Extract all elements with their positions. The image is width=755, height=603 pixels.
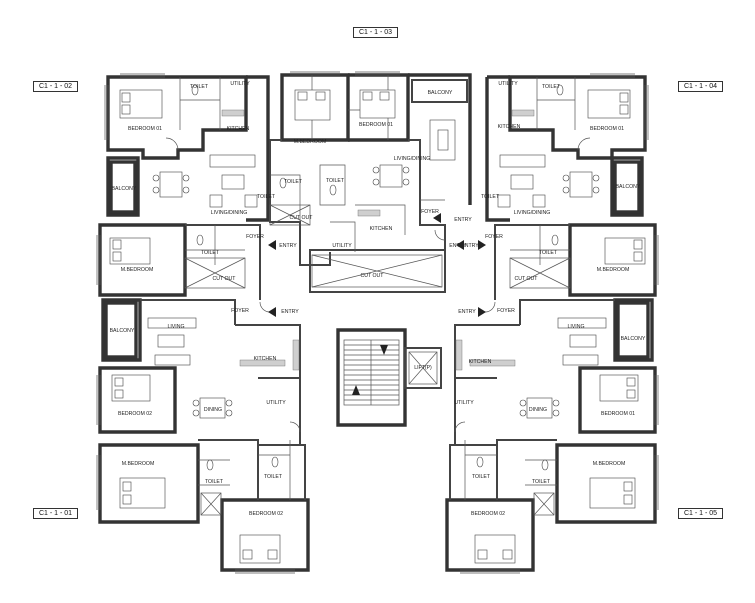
label-c-cutout: CUT OUT: [361, 273, 385, 279]
label-tl-cutout: CUT OUT: [213, 276, 237, 282]
label-bl-utility: UTILITY: [266, 400, 286, 406]
label-tr-toilet: TOILET: [542, 84, 561, 90]
room-labels: BEDROOM 01 TOILET UTILITY KITCHEN BALCON…: [110, 81, 646, 517]
label-t-foyer: FOYER: [421, 209, 439, 215]
windows: [96, 71, 659, 574]
unit-tag-c1-1-02: C1 - 1 - 02: [33, 81, 79, 92]
staircase: [343, 339, 400, 406]
door-swings: [165, 137, 591, 433]
label-tl-mbed: M.BEDROOM: [121, 267, 154, 273]
entry-arrows: [268, 213, 486, 317]
label-tr-entry: ENTRY: [461, 243, 479, 249]
unit-tag-c1-1-03: C1 - 1 - 03: [353, 27, 399, 38]
label-t-utility: UTILITY: [332, 243, 352, 249]
label-tl-entry: ENTRY: [279, 243, 297, 249]
label-tl-foyer: FOYER: [246, 234, 264, 240]
label-bl-bed02: BEDROOM 02: [118, 411, 152, 417]
cut-out-boxes: [184, 204, 571, 516]
balconies: [104, 79, 650, 359]
furniture: [109, 84, 646, 564]
label-br-bed02: BEDROOM 02: [471, 511, 505, 517]
label-tl-kitchen: KITCHEN: [227, 126, 250, 132]
lift-shaft: [404, 347, 442, 389]
label-t-entry-l: ENTRY: [449, 243, 467, 249]
label-bl-mbed: M.BEDROOM: [122, 461, 155, 467]
interior-partitions: [179, 75, 576, 500]
label-br-bed01: BEDROOM 01: [601, 411, 635, 417]
label-br-foyer: FOYER: [497, 308, 515, 314]
label-tl-living: LIVING/DINING: [211, 210, 248, 216]
label-tr-utility: UTILITY: [498, 81, 518, 87]
label-t-bed01: BEDROOM 01: [359, 122, 393, 128]
label-tl-toilet2: TOILET: [257, 194, 276, 200]
label-bl-toilet: TOILET: [205, 479, 224, 485]
label-t-toilet: TOILET: [284, 179, 303, 185]
label-t-entry-r: ENTRY: [454, 217, 472, 223]
label-tr-toilet3: TOILET: [539, 250, 558, 256]
label-br-toilet2: TOILET: [472, 474, 491, 480]
label-bl-foyer: FOYER: [231, 308, 249, 314]
label-bl-living: LIVING: [167, 324, 184, 330]
label-t-mbed: M.BEDROOM: [294, 139, 327, 145]
label-br-toilet: TOILET: [532, 479, 551, 485]
label-br-dining: DINING: [529, 407, 547, 413]
label-t-toilet2: TOILET: [326, 178, 345, 184]
unit-tag-c1-1-04: C1 - 1 - 04: [678, 81, 724, 92]
label-tl-balcony: BALCONY: [112, 186, 137, 192]
label-bl-dining: DINING: [204, 407, 222, 413]
label-br-entry: ENTRY: [458, 309, 476, 315]
label-tr-mbed: M.BEDROOM: [597, 267, 630, 273]
unit-tag-c1-1-05: C1 - 1 - 05: [678, 508, 724, 519]
label-bl-balcony: BALCONY: [110, 328, 135, 334]
label-tr-toilet2: TOILET: [481, 194, 500, 200]
label-lift: LIFT(P): [414, 365, 432, 371]
label-tr-cutout: CUT OUT: [515, 276, 539, 282]
label-t-kitchen: KITCHEN: [370, 226, 393, 232]
unit-tag-c1-1-01: C1 - 1 - 01: [33, 508, 79, 519]
label-tl-bedroom01: BEDROOM 01: [128, 126, 162, 132]
label-tr-foyer: FOYER: [485, 234, 503, 240]
label-bl-bed02b: BEDROOM 02: [249, 511, 283, 517]
label-br-mbed: M.BEDROOM: [593, 461, 626, 467]
label-bl-kitchen: KITCHEN: [254, 356, 277, 362]
label-tr-balcony: BALCONY: [616, 184, 641, 190]
label-br-balcony: BALCONY: [621, 336, 646, 342]
label-br-kitchen: KITCHEN: [469, 359, 492, 365]
label-br-living: LIVING: [567, 324, 584, 330]
label-bl-toilet2: TOILET: [264, 474, 283, 480]
label-tl-utility: UTILITY: [230, 81, 250, 87]
label-tr-kitchen: KITCHEN: [498, 124, 521, 130]
label-tl-toilet: TOILET: [190, 84, 209, 90]
label-tr-bedroom01: BEDROOM 01: [590, 126, 624, 132]
label-br-utility: UTILITY: [454, 400, 474, 406]
label-bl-entry: ENTRY: [281, 309, 299, 315]
label-tr-living: LIVING/DINING: [514, 210, 551, 216]
label-t-cutout: CUT OUT: [290, 215, 314, 221]
label-t-living: LIVING/DINING: [394, 156, 431, 162]
label-tl-toilet3: TOILET: [201, 250, 220, 256]
label-t-balcony: BALCONY: [428, 90, 453, 96]
